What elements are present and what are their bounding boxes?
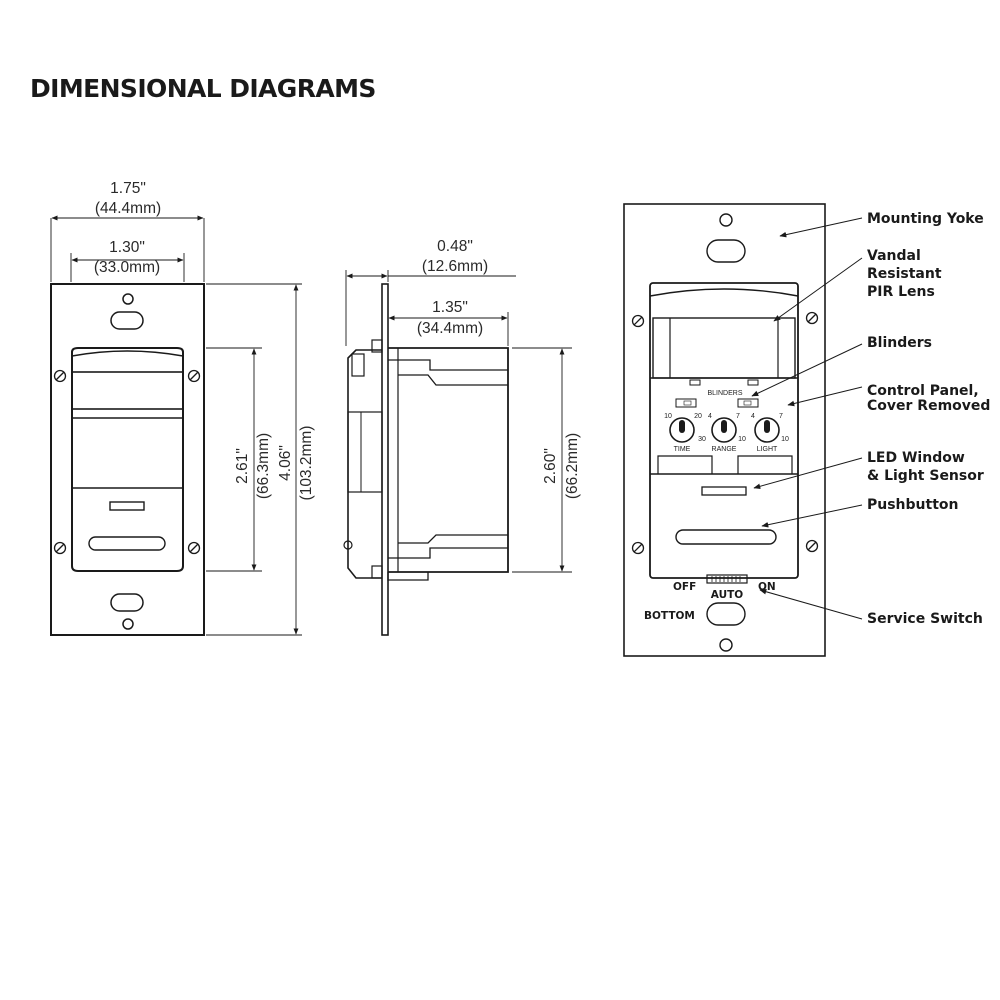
front-sensor-body	[71, 347, 184, 572]
svg-text:10: 10	[781, 436, 789, 443]
detail-led-window	[701, 486, 747, 496]
svg-text:7: 7	[736, 413, 740, 420]
body-height-mm: (66.2mm)	[564, 433, 581, 499]
detail-wallplate	[623, 203, 826, 657]
blinders-panel-label: BLINDERS	[707, 390, 742, 397]
front-bottom-slot	[110, 593, 144, 612]
detail-bottom-screw-hole	[719, 638, 733, 652]
page-title: DIMENSIONAL DIAGRAMS	[30, 74, 376, 103]
front-view: 1.75" (44.4mm) 1.30" (33.0mm) 2.61" (66.…	[50, 180, 315, 636]
front-width-inches: 1.75"	[110, 180, 146, 197]
blinder-slider-left	[675, 398, 697, 408]
side-back-body	[388, 347, 509, 573]
detail-bottom-slot	[706, 602, 746, 626]
detail-side-screw	[631, 311, 819, 555]
face-depth-mm: (12.6mm)	[422, 258, 488, 275]
callout-control-panel-line2: Cover Removed	[867, 398, 990, 414]
front-side-screw	[53, 369, 201, 555]
switch-auto-label: AUTO	[711, 589, 743, 601]
front-pir-lens	[71, 371, 184, 410]
detail-top-slot	[706, 239, 746, 263]
dial-time: 10 20 30 TIME	[664, 413, 706, 453]
sensor-width-inches: 1.30"	[109, 239, 145, 256]
side-face-cover	[347, 349, 382, 579]
detail-pir-lens	[652, 317, 796, 379]
front-bottom-screw-hole	[122, 618, 134, 630]
front-pushbutton	[88, 536, 166, 551]
body-height-inches: 2.60"	[542, 448, 559, 484]
front-top-slot	[110, 311, 144, 330]
callout-mounting-yoke: Mounting Yoke	[867, 211, 984, 227]
sensor-height-inches: 2.61"	[234, 448, 251, 484]
callout-blinders: Blinders	[867, 335, 932, 351]
face-depth-inches: 0.48"	[437, 238, 473, 255]
dial-time-label: TIME	[674, 446, 691, 453]
body-depth-inches: 1.35"	[432, 299, 468, 316]
detail-pushbutton	[675, 529, 777, 545]
svg-text:7: 7	[779, 413, 783, 420]
side-view: 0.48" (12.6mm) 1.35" (34.4mm) 2.60" (66.…	[343, 238, 581, 636]
sensor-height-mm: (66.3mm)	[255, 433, 272, 499]
callout-service-switch: Service Switch	[867, 611, 983, 627]
switch-off-label: OFF	[673, 581, 696, 593]
callout-pir-lens-line3: PIR Lens	[867, 284, 935, 300]
svg-text:10: 10	[738, 436, 746, 443]
sensor-width-mm: (33.0mm)	[94, 259, 160, 276]
service-switch	[706, 574, 748, 584]
callout-led-window-line2: & Light Sensor	[867, 468, 984, 484]
callout-led-window-line1: LED Window	[867, 450, 965, 466]
front-width-mm: (44.4mm)	[95, 200, 161, 217]
callout-pushbutton: Pushbutton	[867, 497, 959, 513]
front-led-window	[109, 501, 145, 511]
bottom-label: BOTTOM	[644, 610, 695, 622]
svg-text:30: 30	[698, 436, 706, 443]
overall-height-mm: (103.2mm)	[298, 426, 315, 501]
dial-range: 4 7 10 RANGE	[708, 413, 746, 453]
front-top-screw-hole	[122, 293, 134, 305]
body-depth-mm: (34.4mm)	[417, 320, 483, 337]
side-wallplate	[381, 283, 389, 636]
callout-pir-lens-line2: Resistant	[867, 266, 942, 282]
svg-text:4: 4	[751, 413, 755, 420]
dial-light-label: LIGHT	[757, 446, 778, 453]
detail-top-screw-hole	[719, 213, 733, 227]
callout-control-panel-line1: Control Panel,	[867, 383, 979, 399]
blinder-slider-right	[737, 398, 759, 408]
overall-height-inches: 4.06"	[277, 445, 294, 481]
dial-light: 4 7 10 LIGHT	[751, 413, 789, 453]
callout-pir-lens-line1: Vandal	[867, 248, 921, 264]
svg-text:20: 20	[694, 413, 702, 420]
svg-text:10: 10	[664, 413, 672, 420]
detail-view: BLINDERS 10 20 30 TIME 4 7 10 RANGE 4 7 …	[623, 203, 990, 657]
svg-text:4: 4	[708, 413, 712, 420]
dial-range-label: RANGE	[712, 446, 737, 453]
front-wallplate	[50, 283, 205, 636]
switch-on-label: ON	[758, 581, 776, 593]
